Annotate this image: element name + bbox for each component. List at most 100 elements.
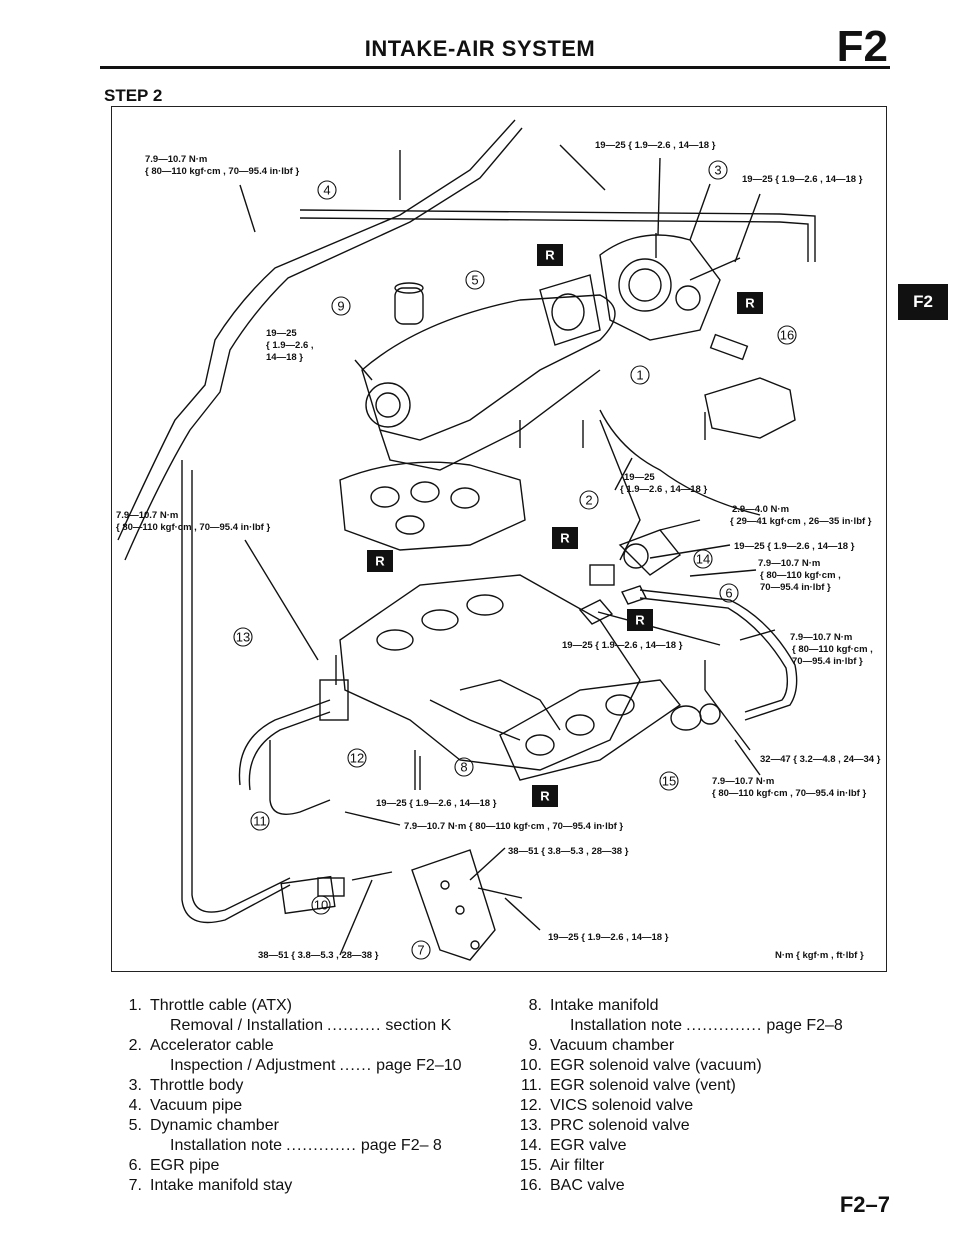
torque-label: 32—47 { 3.2—4.8 , 24—34 } bbox=[760, 754, 881, 765]
legend-item: 3.Throttle body bbox=[128, 1077, 244, 1094]
callout-number: 11 bbox=[253, 814, 267, 829]
section-side-tab: F2 bbox=[898, 284, 948, 320]
torque-label: 19—25 { 1.9—2.6 , 14—18 } bbox=[742, 174, 863, 185]
legend-subitem: Installation note..............page F2–8 bbox=[570, 1017, 843, 1034]
units-note: N·m { kgf·m , ft·lbf } bbox=[775, 950, 864, 961]
callout-number: 8 bbox=[460, 760, 467, 775]
torque-label: { 80—110 kgf·cm , bbox=[760, 570, 841, 581]
legend-item: 2.Accelerator cable bbox=[128, 1037, 274, 1054]
callout-number: 3 bbox=[714, 163, 721, 178]
torque-label: 19—25 { 1.9—2.6 , 14—18 } bbox=[548, 932, 669, 943]
callout-circle bbox=[250, 811, 270, 831]
replace-badge bbox=[367, 550, 393, 572]
legend-subitem: Removal / Installation..........section … bbox=[170, 1017, 452, 1034]
exploded-diagram-frame bbox=[111, 106, 887, 972]
callout-circle bbox=[411, 940, 431, 960]
callout-circle bbox=[311, 895, 331, 915]
step-label: STEP 2 bbox=[104, 86, 163, 105]
callout-number: 4 bbox=[323, 183, 330, 198]
page-number: F2–7 bbox=[839, 1192, 890, 1217]
torque-label: 7.9—10.7 N·m bbox=[790, 632, 852, 643]
callout-number: 13 bbox=[236, 630, 250, 645]
callout-number: 2 bbox=[585, 493, 592, 508]
callout-circle bbox=[708, 160, 728, 180]
torque-label: { 1.9—2.6 , 14—18 } bbox=[620, 484, 707, 495]
part-callouts bbox=[233, 160, 797, 960]
legend-item: 11.EGR solenoid valve (vent) bbox=[520, 1077, 736, 1094]
torque-label: 19—25 { 1.9—2.6 , 14—18 } bbox=[376, 798, 497, 809]
torque-label: 14—18 } bbox=[266, 352, 303, 363]
legend-item: 1.Throttle cable (ATX) bbox=[128, 997, 292, 1014]
torque-label: { 80—110 kgf·cm , 70—95.4 in·lbf } bbox=[712, 788, 866, 799]
torque-label: 19—25 { 1.9—2.6 , 14—18 } bbox=[595, 140, 716, 151]
callout-circle bbox=[465, 270, 485, 290]
replace-badge-label: R bbox=[540, 789, 550, 804]
torque-label: 19—25 { 1.9—2.6 , 14—18 } bbox=[734, 541, 855, 552]
legend-item: 7.Intake manifold stay bbox=[128, 1177, 293, 1194]
exploded-diagram: 7.9—10.7 N·m { 80—110 kgf·cm , 70—95.4 i… bbox=[116, 119, 881, 961]
callout-number: 15 bbox=[662, 774, 676, 789]
callout-number: 1 bbox=[636, 368, 643, 383]
torque-label: 7.9—10.7 N·m bbox=[758, 558, 820, 569]
replace-badge bbox=[532, 785, 558, 807]
torque-label: 19—25 bbox=[266, 328, 297, 339]
callout-circle bbox=[630, 365, 650, 385]
replace-badges: R R R R R R bbox=[367, 244, 763, 807]
callout-circle bbox=[659, 771, 679, 791]
callout-number: 10 bbox=[314, 898, 328, 913]
callout-circle bbox=[777, 325, 797, 345]
torque-label: 19—25 bbox=[624, 472, 655, 483]
torque-label: 7.9—10.7 N·m bbox=[145, 154, 207, 165]
callout-number: 6 bbox=[725, 586, 732, 601]
torque-label: 7.9—10.7 N·m { 80—110 kgf·cm , 70—95.4 i… bbox=[404, 821, 623, 832]
replace-badge-label: R bbox=[375, 554, 385, 569]
parts-legend-right: 8.Intake manifold Installation note.....… bbox=[512, 996, 912, 1196]
legend-item: 4.Vacuum pipe bbox=[128, 1097, 243, 1114]
callout-number: 5 bbox=[471, 273, 478, 288]
replace-badge-label: R bbox=[635, 613, 645, 628]
callout-circle bbox=[347, 748, 367, 768]
replace-badge-label: R bbox=[560, 531, 570, 546]
legend-item: 12.VICS solenoid valve bbox=[519, 1097, 694, 1114]
parts-legend-left: 1.Throttle cable (ATX) Removal / Install… bbox=[112, 996, 502, 1196]
callout-circle bbox=[693, 549, 713, 569]
legend-subitem: Installation note.............page F2– 8 bbox=[170, 1137, 442, 1154]
legend-item: 9.Vacuum chamber bbox=[528, 1037, 675, 1054]
part-callout-numbers: 4 3 5 9 16 1 2 14 6 13 12 8 15 11 10 7 bbox=[236, 163, 794, 958]
callout-circle bbox=[317, 180, 337, 200]
callout-circle bbox=[233, 627, 253, 647]
torque-label: { 80—110 kgf·cm , 70—95.4 in·lbf } bbox=[145, 166, 299, 177]
torque-label: 38—51 { 3.8—5.3 , 28—38 } bbox=[258, 950, 379, 961]
callout-number: 14 bbox=[696, 552, 710, 567]
replace-badge bbox=[737, 292, 763, 314]
callout-number: 12 bbox=[350, 751, 364, 766]
torque-label: 2.9—4.0 N·m bbox=[732, 504, 789, 515]
callout-circle bbox=[579, 490, 599, 510]
callout-circle bbox=[331, 296, 351, 316]
torque-label: 38—51 { 3.8—5.3 , 28—38 } bbox=[508, 846, 629, 857]
legend-item: 13.PRC solenoid valve bbox=[519, 1117, 690, 1134]
section-code: F2 bbox=[836, 22, 888, 71]
legend-item: 5.Dynamic chamber bbox=[128, 1117, 279, 1134]
replace-badge bbox=[627, 609, 653, 631]
torque-label: { 29—41 kgf·cm , 26—35 in·lbf } bbox=[730, 516, 872, 527]
torque-label: 19—25 { 1.9—2.6 , 14—18 } bbox=[562, 640, 683, 651]
torque-label: 7.9—10.7 N·m bbox=[116, 510, 178, 521]
callout-number: 9 bbox=[337, 299, 344, 314]
callout-number: 7 bbox=[417, 943, 424, 958]
torque-label: { 1.9—2.6 , bbox=[266, 340, 314, 351]
replace-badge bbox=[552, 527, 578, 549]
torque-specs: 7.9—10.7 N·m { 80—110 kgf·cm , 70—95.4 i… bbox=[116, 140, 881, 961]
replace-badge bbox=[537, 244, 563, 266]
torque-label: 7.9—10.7 N·m bbox=[712, 776, 774, 787]
header-divider bbox=[100, 66, 890, 69]
callout-number: 16 bbox=[780, 328, 794, 343]
callout-circle bbox=[454, 757, 474, 777]
legend-item: 8.Intake manifold bbox=[528, 997, 659, 1014]
legend-item: 14.EGR valve bbox=[519, 1137, 627, 1154]
torque-label: { 80—110 kgf·cm , bbox=[792, 644, 873, 655]
replace-badge-label: R bbox=[745, 296, 755, 311]
torque-label: 70—95.4 in·lbf } bbox=[792, 656, 863, 667]
replace-badge-label: R bbox=[545, 248, 555, 263]
legend-item: 16.BAC valve bbox=[519, 1177, 625, 1194]
